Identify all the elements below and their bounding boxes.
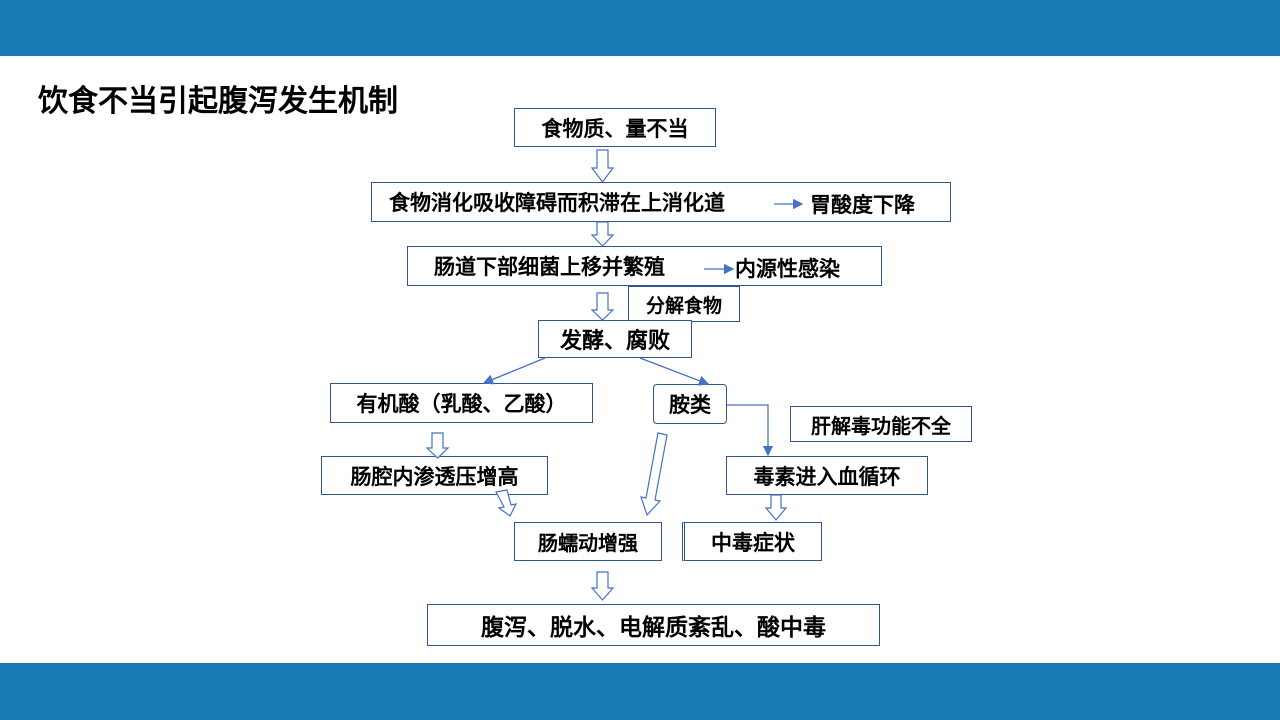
node-peristalsis: 肠蠕动增强 bbox=[514, 522, 662, 561]
node-liver-insufficiency: 肝解毒功能不全 bbox=[790, 406, 972, 442]
node-amines: 胺类 bbox=[653, 384, 727, 424]
line-arrow-amines bbox=[639, 357, 710, 386]
node-fermentation: 发酵、腐败 bbox=[538, 320, 692, 358]
node-osmotic-pressure: 肠腔内渗透压增高 bbox=[321, 456, 548, 495]
block-arrow-7 bbox=[764, 494, 788, 521]
block-arrow-5 bbox=[495, 489, 518, 517]
node-toxin-circulation: 毒素进入血循环 bbox=[726, 456, 928, 495]
digest-block-text: 食物消化吸收障碍而积滞在上消化道 bbox=[389, 191, 725, 215]
node-outcome: 腹泻、脱水、电解质紊乱、酸中毒 bbox=[427, 604, 880, 646]
node-digest-block: 食物消化吸收障碍而积滞在上消化道 bbox=[371, 182, 951, 222]
block-arrow-2 bbox=[590, 221, 615, 247]
line-arrow-organic bbox=[482, 357, 546, 385]
node-gastric-acid: 胃酸度下降 bbox=[810, 193, 915, 217]
bottom-banner bbox=[0, 663, 1280, 720]
block-arrow-1 bbox=[590, 149, 615, 183]
bacteria-text: 肠道下部细菌上移并繁殖 bbox=[434, 255, 665, 279]
block-arrow-6 bbox=[640, 432, 668, 517]
node-organic-acid: 有机酸（乳酸、乙酸） bbox=[330, 383, 593, 423]
top-banner bbox=[0, 0, 1280, 56]
page-title: 饮食不当引起腹泻发生机制 bbox=[38, 84, 398, 119]
block-arrow-4 bbox=[425, 432, 450, 459]
node-food-quality: 食物质、量不当 bbox=[514, 108, 716, 147]
node-endogenous-infection: 内源性感染 bbox=[735, 257, 840, 281]
line-arrow-toxin bbox=[727, 404, 774, 457]
node-bacteria: 肠道下部细菌上移并繁殖 bbox=[407, 246, 882, 286]
block-arrow-8 bbox=[590, 571, 615, 601]
block-arrow-3 bbox=[590, 292, 615, 321]
node-toxic-symptoms: 中毒症状 bbox=[682, 522, 822, 561]
